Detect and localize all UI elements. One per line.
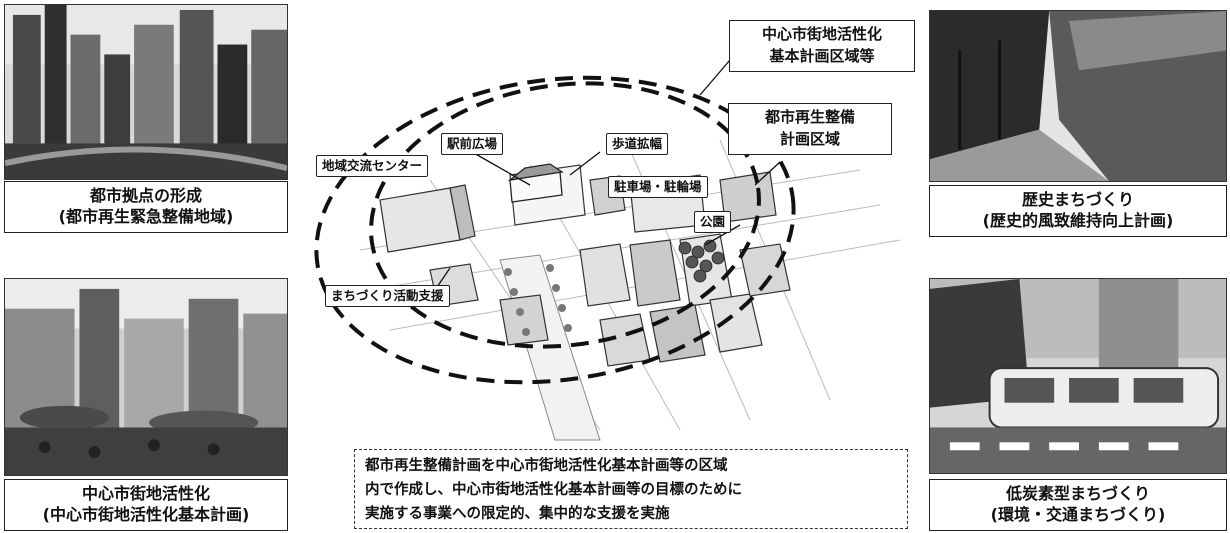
street-trees [504, 264, 572, 336]
urban-core-caption: 都市拠点の形成 (都市再生緊急整備地域) [4, 181, 288, 233]
downtown-area-callout: 中心市街地活性化 基本計画区域等 [729, 20, 915, 72]
city-district-illustration [314, 59, 901, 441]
historic-photo [929, 10, 1227, 182]
note-line1: 都市再生整備計画を中心市街地活性化基本計画等の区域 [365, 458, 728, 474]
urban-renewal-callout: 都市再生整備 計画区域 [728, 103, 892, 155]
urban-renewal-area-boundary [369, 81, 761, 349]
downtown-area-callout-line1: 中心市街地活性化 [761, 25, 882, 43]
downtown-caption: 中心市街地活性化 (中心市街地活性化基本計画) [4, 479, 288, 531]
downtown-area-boundary [314, 75, 796, 385]
low-carbon-caption-line1: 低炭素型まちづくり [1005, 484, 1150, 503]
downtown-caption-line1: 中心市街地活性化 [81, 484, 210, 503]
downtown-photo [4, 278, 288, 476]
station-building [507, 163, 564, 203]
downtown-caption-line2: (中心市街地活性化基本計画) [42, 505, 250, 524]
park-tag: 公園 [694, 211, 732, 233]
historic-caption-line2: (歴史的風致維持向上計画) [982, 211, 1174, 230]
activity-support-tag: まちづくり活動支援 [325, 285, 450, 307]
building-blocks [379, 164, 791, 367]
support-description-note: 都市再生整備計画を中心市街地活性化基本計画等の区域 内で作成し、中心市街地活性化… [354, 449, 908, 529]
low-carbon-caption: 低炭素型まちづくり (環境・交通まちづくり) [929, 479, 1227, 531]
low-carbon-photo [929, 278, 1227, 474]
urban-core-caption-line2: (都市再生緊急整備地域) [58, 207, 234, 226]
park-trees [678, 239, 725, 283]
historic-caption-line1: 歴史まちづくり [1021, 190, 1134, 209]
urban-renewal-callout-line1: 都市再生整備 [764, 108, 855, 126]
downtown-area-callout-line2: 基本計画区域等 [769, 47, 875, 65]
note-line3: 実施する事業への限定的、集中的な支援を実施 [365, 506, 670, 522]
low-carbon-caption-line2: (環境・交通まちづくり) [990, 505, 1166, 524]
note-line2: 内で作成し、中心市街地活性化基本計画等の目標のために [365, 482, 742, 498]
historic-caption: 歴史まちづくり (歴史的風致維持向上計画) [929, 185, 1227, 237]
urban-core-caption-line1: 都市拠点の形成 [89, 186, 202, 205]
station-plaza-tag: 駅前広場 [441, 133, 504, 155]
parking-tag: 駐車場・駐輪場 [608, 176, 708, 198]
sidewalk-widening-tag: 歩道拡幅 [606, 133, 669, 155]
urban-renewal-callout-line2: 計画区域 [779, 130, 840, 148]
community-center-tag: 地域交流センター [316, 155, 429, 177]
urban-core-photo [4, 4, 288, 180]
